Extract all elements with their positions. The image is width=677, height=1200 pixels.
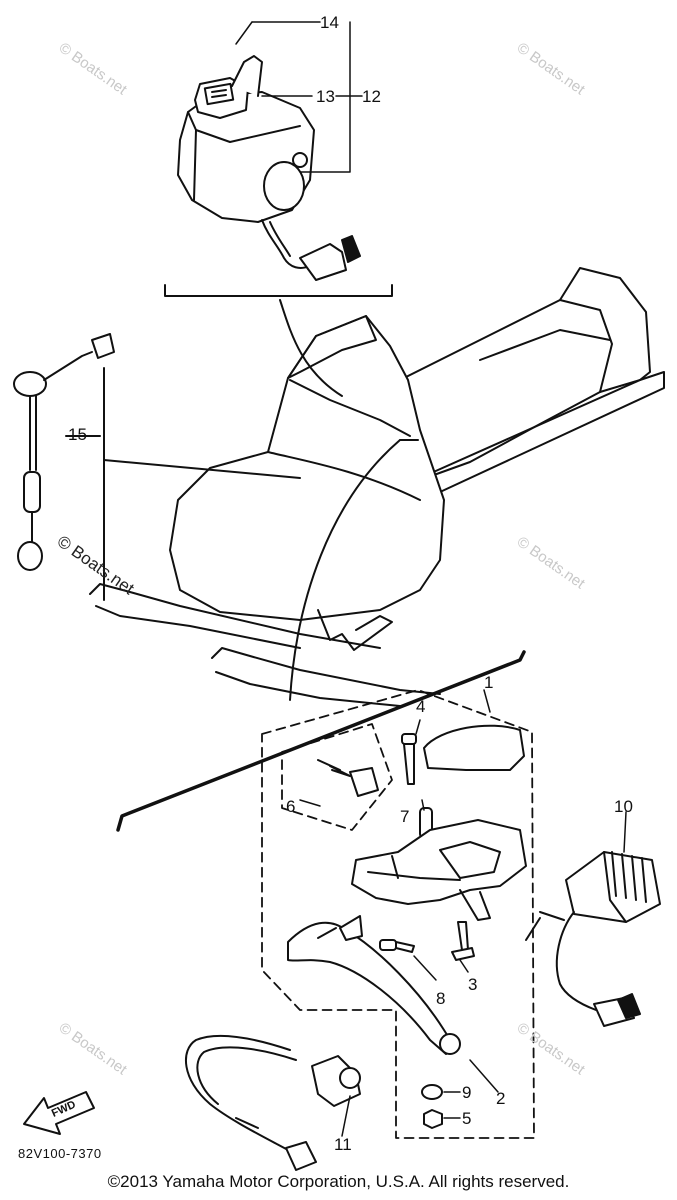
snowmobile-outline [89,267,665,707]
callout-11: 11 [334,1135,352,1154]
callout-1: 1 [484,673,493,692]
leader-lines-top [235,21,363,173]
screw-part-3 [451,921,475,961]
callout-15: 15 [68,425,87,444]
copyright-notice: ©2013 Yamaha Motor Corporation, U.S.A. A… [107,1172,570,1191]
switch-part-6 [317,759,379,797]
leader-lines-lower [299,689,627,1137]
callout-4: 4 [416,697,425,716]
lever-housing [351,819,527,921]
watermark-6: © Boats.net [514,1019,589,1078]
tether-switch-part [13,333,115,571]
nut-part-5 [423,1109,443,1129]
callout-3: 3 [468,975,477,994]
watermark-5: © Boats.net [56,1019,131,1078]
callout-14: 14 [320,13,339,32]
callout-12: 12 [362,87,381,106]
watermark-2: © Boats.net [514,39,589,98]
assembly-bracket-line [164,284,393,297]
callout-2: 2 [496,1089,505,1108]
watermark-1: © Boats.net [56,39,131,98]
callout-5: 5 [462,1109,471,1128]
callout-7: 7 [400,807,409,826]
callout-8: 8 [436,989,445,1008]
washer-part-9 [421,1084,443,1100]
switch-part-11 [184,1034,361,1171]
forward-arrow-icon [23,1091,95,1135]
throttle-housing-assembly [177,55,361,281]
bolt-part-8 [379,939,415,953]
lever-arm [287,915,461,1055]
callout-13: 13 [316,87,335,106]
reference-code: 82V100-7370 [18,1146,102,1161]
connection-lines [103,299,419,701]
screw-part-4 [401,733,417,785]
grip-cover-part [423,724,525,771]
callout-10: 10 [614,797,633,816]
callout-9: 9 [462,1083,471,1102]
assembly-boundary-dashed [261,689,535,1139]
watermark-4: © Boats.net [514,533,589,592]
ground-line [116,650,526,832]
callout-6: 6 [286,797,295,816]
unit-part-10 [525,851,661,1027]
callout-labels: 14 13 12 15 1 4 6 7 10 3 8 2 9 5 11 [68,13,633,1154]
